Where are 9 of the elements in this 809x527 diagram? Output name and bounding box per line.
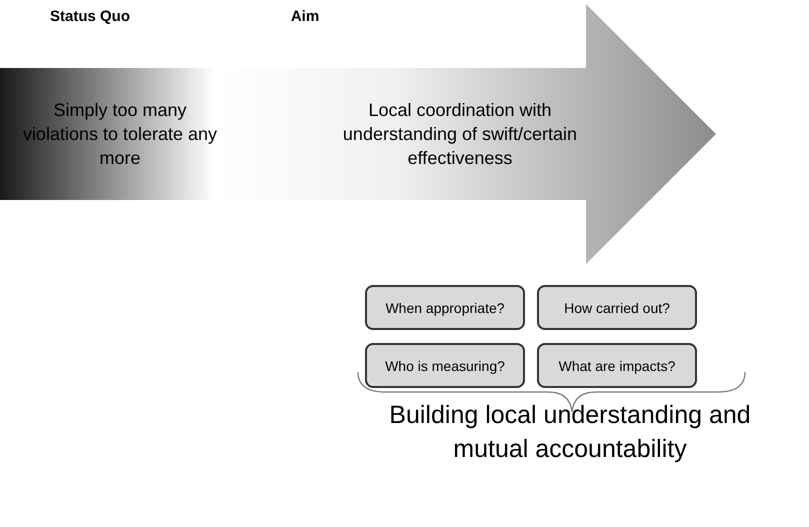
question-box: When appropriate?	[365, 285, 525, 330]
question-box: How carried out?	[537, 285, 697, 330]
question-box: What are impacts?	[537, 343, 697, 388]
arrow-text: Simply too many violations to tolerate any more	[22, 99, 218, 170]
question-box: Who is measuring?	[365, 343, 525, 388]
caption-text: Building local understanding and mutual accountability	[388, 400, 752, 465]
arrow-text: Local coordination with understanding of swift/certain effectiveness	[342, 99, 578, 170]
column-heading: Status Quo	[48, 8, 131, 25]
column-heading: Aim	[290, 8, 320, 25]
